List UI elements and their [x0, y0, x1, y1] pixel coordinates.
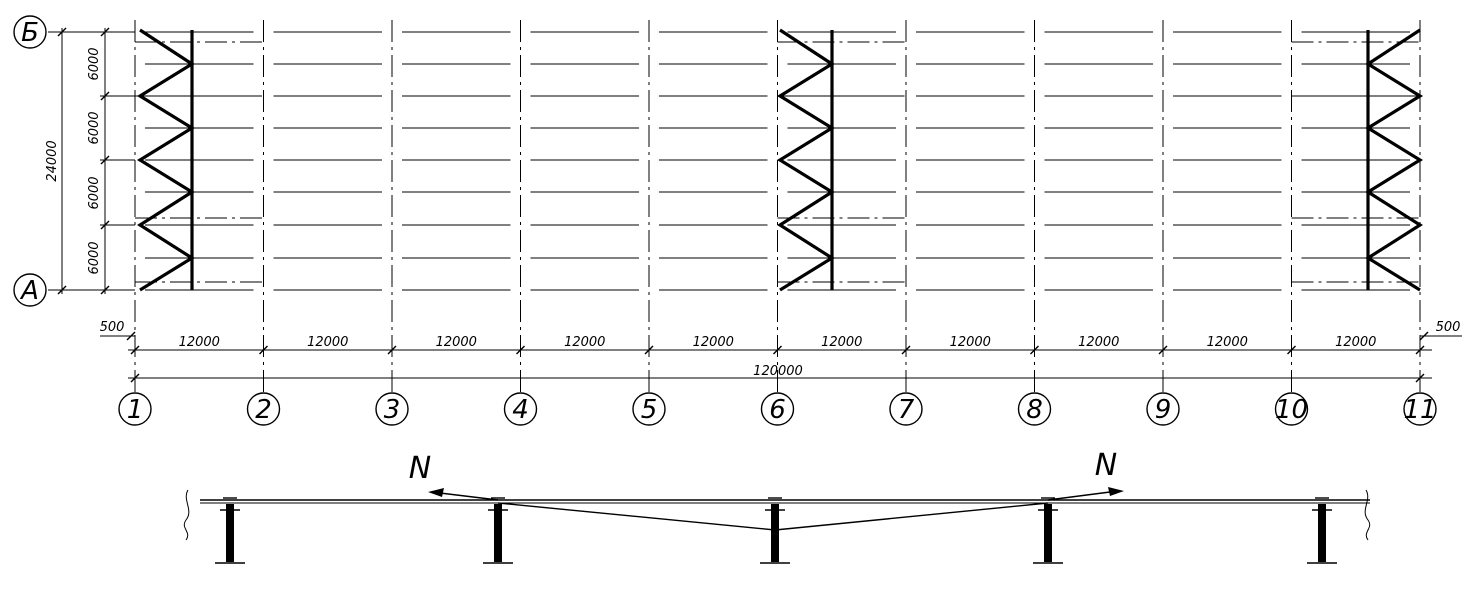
- bay-dim-8: 12000: [1078, 335, 1119, 350]
- bay-dim-1: 12000: [179, 335, 220, 350]
- section-column-1: [226, 504, 234, 562]
- row-axis-a: А: [13, 273, 135, 307]
- axis-bubble-10: [1274, 392, 1309, 426]
- axis-bubble-9: [1146, 392, 1180, 426]
- axis-label-6: 6: [769, 395, 786, 425]
- dim-tick: [516, 345, 525, 355]
- row-dim-2: 6000: [87, 111, 102, 144]
- column-grid-lines: [134, 20, 1421, 392]
- axis-label-8: 8: [1026, 395, 1043, 425]
- dim-tick: [387, 345, 397, 355]
- section-column-5: [1318, 504, 1326, 562]
- purlins: [145, 31, 1410, 291]
- bracing-truss-bay-10: [1364, 28, 1424, 292]
- section-column-3: [771, 504, 779, 562]
- break-mark-left: [183, 489, 190, 541]
- bracing-truss-bay-1: [136, 28, 196, 292]
- dim-tick: [1415, 373, 1425, 383]
- vertical-bracing-trusses: [136, 28, 1424, 292]
- axis-label-3: 3: [384, 395, 401, 425]
- axis-label-10: 10: [1275, 395, 1308, 425]
- bay-dim-7: 12000: [950, 335, 991, 350]
- column-axis-bubbles: 1 2 3 4 5 6 7 8 9 10 11: [118, 392, 1437, 426]
- dim-tick: [773, 345, 782, 355]
- axis-label-2: 2: [255, 395, 272, 425]
- vertical-dimensions: 6000 6000 6000 6000 24000: [45, 27, 135, 295]
- axis-label-9: 9: [1155, 395, 1172, 425]
- dim-tick: [1287, 345, 1296, 355]
- bay-dim-4: 12000: [564, 335, 605, 350]
- overhang-left-dim: 500: [100, 320, 125, 335]
- dim-tick: [130, 345, 140, 355]
- axis-bubble-6: [760, 392, 795, 426]
- section-column-4: [1044, 504, 1052, 562]
- dim-tick: [1415, 345, 1425, 355]
- tie-lines: [135, 41, 1420, 283]
- total-width-dim: 24000: [45, 140, 60, 181]
- dim-tick: [644, 345, 654, 355]
- overhang-right-dim: 500: [1436, 320, 1461, 335]
- row-dim-1: 6000: [87, 47, 102, 80]
- row-axis-a-label: А: [19, 276, 39, 306]
- break-mark-right: [1364, 489, 1371, 541]
- total-length-dim: 120000: [753, 364, 803, 379]
- force-label-left: N: [409, 451, 431, 486]
- bay-dim-6: 12000: [821, 335, 862, 350]
- force-label-right: N: [1095, 448, 1117, 483]
- axis-bubble-1: [118, 392, 152, 426]
- axis-label-4: 4: [512, 395, 529, 425]
- axis-label-5: 5: [641, 395, 658, 425]
- bay-dim-3: 12000: [436, 335, 477, 350]
- dim-tick: [1030, 345, 1039, 355]
- horizontal-dimensions: 500 500 120000 12000 12000 12000 12000 12000…: [100, 320, 1462, 383]
- bay-dim-2: 12000: [307, 335, 348, 350]
- bracing-truss-bay-6: [776, 28, 836, 292]
- axis-label-7: 7: [898, 395, 915, 425]
- section-column-2: [494, 504, 502, 562]
- row-dim-3: 6000: [87, 176, 102, 209]
- roof-section: N N: [183, 448, 1371, 564]
- axis-bubble-7: [889, 392, 923, 426]
- dim-tick: [259, 345, 268, 355]
- axis-bubble-2: [246, 392, 281, 426]
- bay-dim-10: 12000: [1335, 335, 1376, 350]
- axis-bubble-5: [632, 392, 666, 426]
- axis-bubble-3: [375, 392, 409, 426]
- dim-tick: [901, 345, 911, 355]
- dim-tick: [130, 373, 140, 383]
- axis-bubble-4: [503, 392, 538, 426]
- axis-label-1: 1: [127, 395, 144, 425]
- bay-dim-9: 12000: [1207, 335, 1248, 350]
- row-dim-4: 6000: [87, 241, 102, 274]
- axis-label-11: 11: [1403, 395, 1436, 425]
- bay-dim-5: 12000: [693, 335, 734, 350]
- axis-bubble-8: [1017, 392, 1052, 426]
- dim-tick: [1158, 345, 1168, 355]
- row-axis-b-label: Б: [21, 18, 39, 48]
- axis-bubble-11: [1403, 392, 1437, 426]
